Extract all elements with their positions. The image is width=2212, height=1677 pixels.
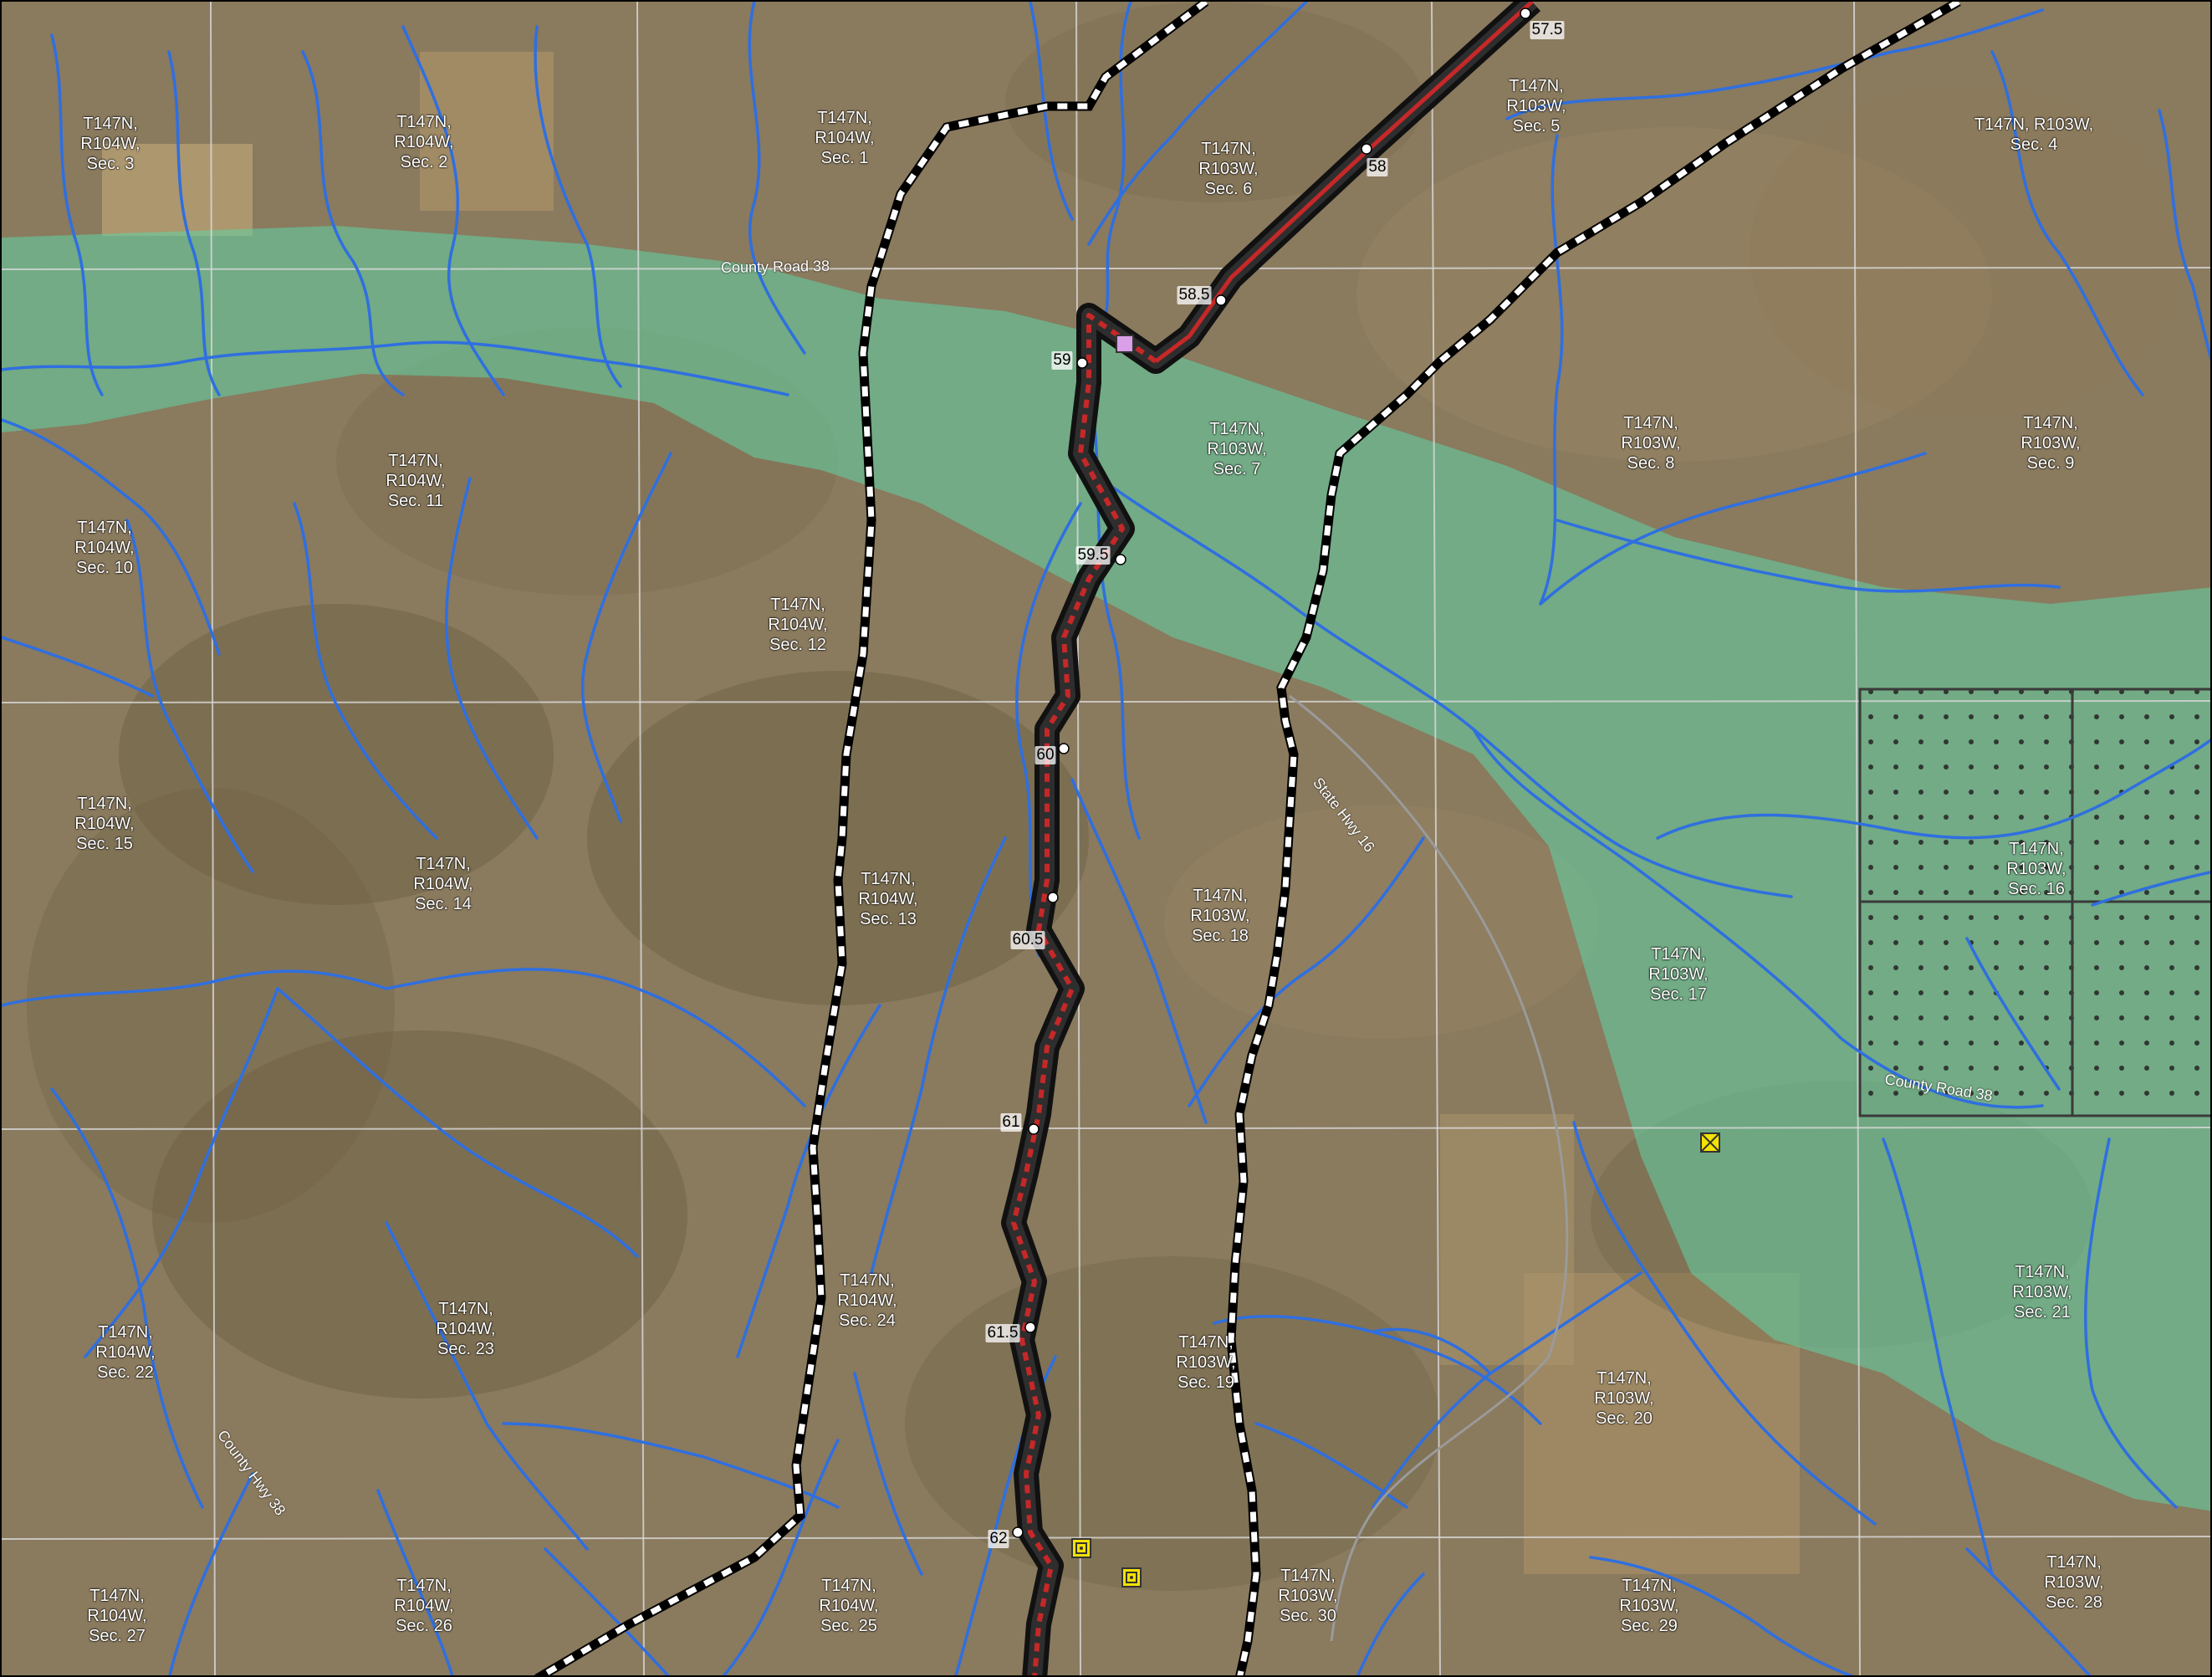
- section-label-sec-7: T147N, R103W, Sec. 7: [1207, 420, 1267, 478]
- section-label-sec-22: T147N, R104W, Sec. 22: [95, 1323, 156, 1382]
- pink-facility-marker[interactable]: [1116, 335, 1134, 353]
- milepost-label-61-5: 61.5: [985, 1324, 1020, 1342]
- section-label-sec-21: T147N, R103W, Sec. 21: [2012, 1263, 2072, 1322]
- section-label-sec-2: T147N, R104W, Sec. 2: [394, 113, 454, 171]
- milepost-label-60: 60: [1034, 746, 1056, 764]
- section-label-sec-4: T147N, R103W, Sec. 4: [1974, 115, 2094, 154]
- section-label-sec-15: T147N, R104W, Sec. 15: [74, 795, 135, 853]
- section-label-sec-30: T147N, R103W, Sec. 30: [1278, 1567, 1338, 1625]
- section-label-sec-27: T147N, R104W, Sec. 27: [87, 1587, 147, 1645]
- milepost-label-62: 62: [988, 1530, 1009, 1548]
- milepost-dots: [1012, 8, 1531, 1538]
- section-label-sec-5: T147N, R103W, Sec. 5: [1506, 77, 1566, 135]
- section-label-sec-3: T147N, R104W, Sec. 3: [80, 115, 140, 173]
- milepost-label-58: 58: [1367, 158, 1388, 176]
- section-label-sec-11: T147N, R104W, Sec. 11: [386, 452, 446, 510]
- section-label-sec-14: T147N, R104W, Sec. 14: [413, 855, 473, 913]
- section-label-sec-17: T147N, R103W, Sec. 17: [1648, 945, 1709, 1004]
- alternate-route-west: [536, 2, 1208, 1675]
- yellow-target-marker[interactable]: [1121, 1567, 1142, 1588]
- parcel-grid: [1858, 688, 2210, 1117]
- milepost-label-57-5: 57.5: [1530, 21, 1565, 39]
- yellow-x-marker[interactable]: [1700, 1132, 1720, 1153]
- section-label-sec-16: T147N, R103W, Sec. 16: [2006, 840, 2066, 898]
- section-label-sec-1: T147N, R104W, Sec. 1: [815, 109, 875, 167]
- milepost-label-58-5: 58.5: [1177, 286, 1212, 304]
- section-label-sec-28: T147N, R103W, Sec. 28: [2044, 1553, 2104, 1612]
- section-label-sec-29: T147N, R103W, Sec. 29: [1619, 1577, 1679, 1635]
- section-label-sec-24: T147N, R104W, Sec. 24: [837, 1271, 897, 1330]
- section-label-sec-20: T147N, R103W, Sec. 20: [1594, 1369, 1654, 1428]
- section-label-sec-8: T147N, R103W, Sec. 8: [1621, 414, 1681, 473]
- section-label-sec-13: T147N, R104W, Sec. 13: [858, 870, 918, 928]
- section-label-sec-18: T147N, R103W, Sec. 18: [1190, 887, 1250, 945]
- road-label-county-road-38-north: County Road 38: [720, 257, 830, 276]
- section-label-sec-10: T147N, R104W, Sec. 10: [74, 519, 135, 577]
- section-label-sec-19: T147N, R103W, Sec. 19: [1176, 1333, 1236, 1392]
- highway-lines: [1289, 694, 1569, 1642]
- alternate-routes: [534, 2, 1961, 1675]
- section-label-sec-12: T147N, R104W, Sec. 12: [768, 596, 828, 654]
- section-label-sec-26: T147N, R104W, Sec. 26: [394, 1577, 454, 1635]
- milepost-label-59: 59: [1051, 351, 1073, 370]
- yellow-target-marker[interactable]: [1071, 1538, 1091, 1558]
- milepost-label-61: 61: [1000, 1113, 1022, 1132]
- milepost-label-60-5: 60.5: [1010, 931, 1045, 949]
- pipeline-route: [1001, 2, 1541, 1675]
- section-label-sec-6: T147N, R103W, Sec. 6: [1198, 140, 1259, 198]
- section-label-sec-23: T147N, R104W, Sec. 23: [436, 1300, 496, 1358]
- section-label-sec-9: T147N, R103W, Sec. 9: [2020, 414, 2081, 473]
- milepost-label-59-5: 59.5: [1075, 546, 1111, 565]
- section-label-sec-25: T147N, R104W, Sec. 25: [819, 1577, 879, 1635]
